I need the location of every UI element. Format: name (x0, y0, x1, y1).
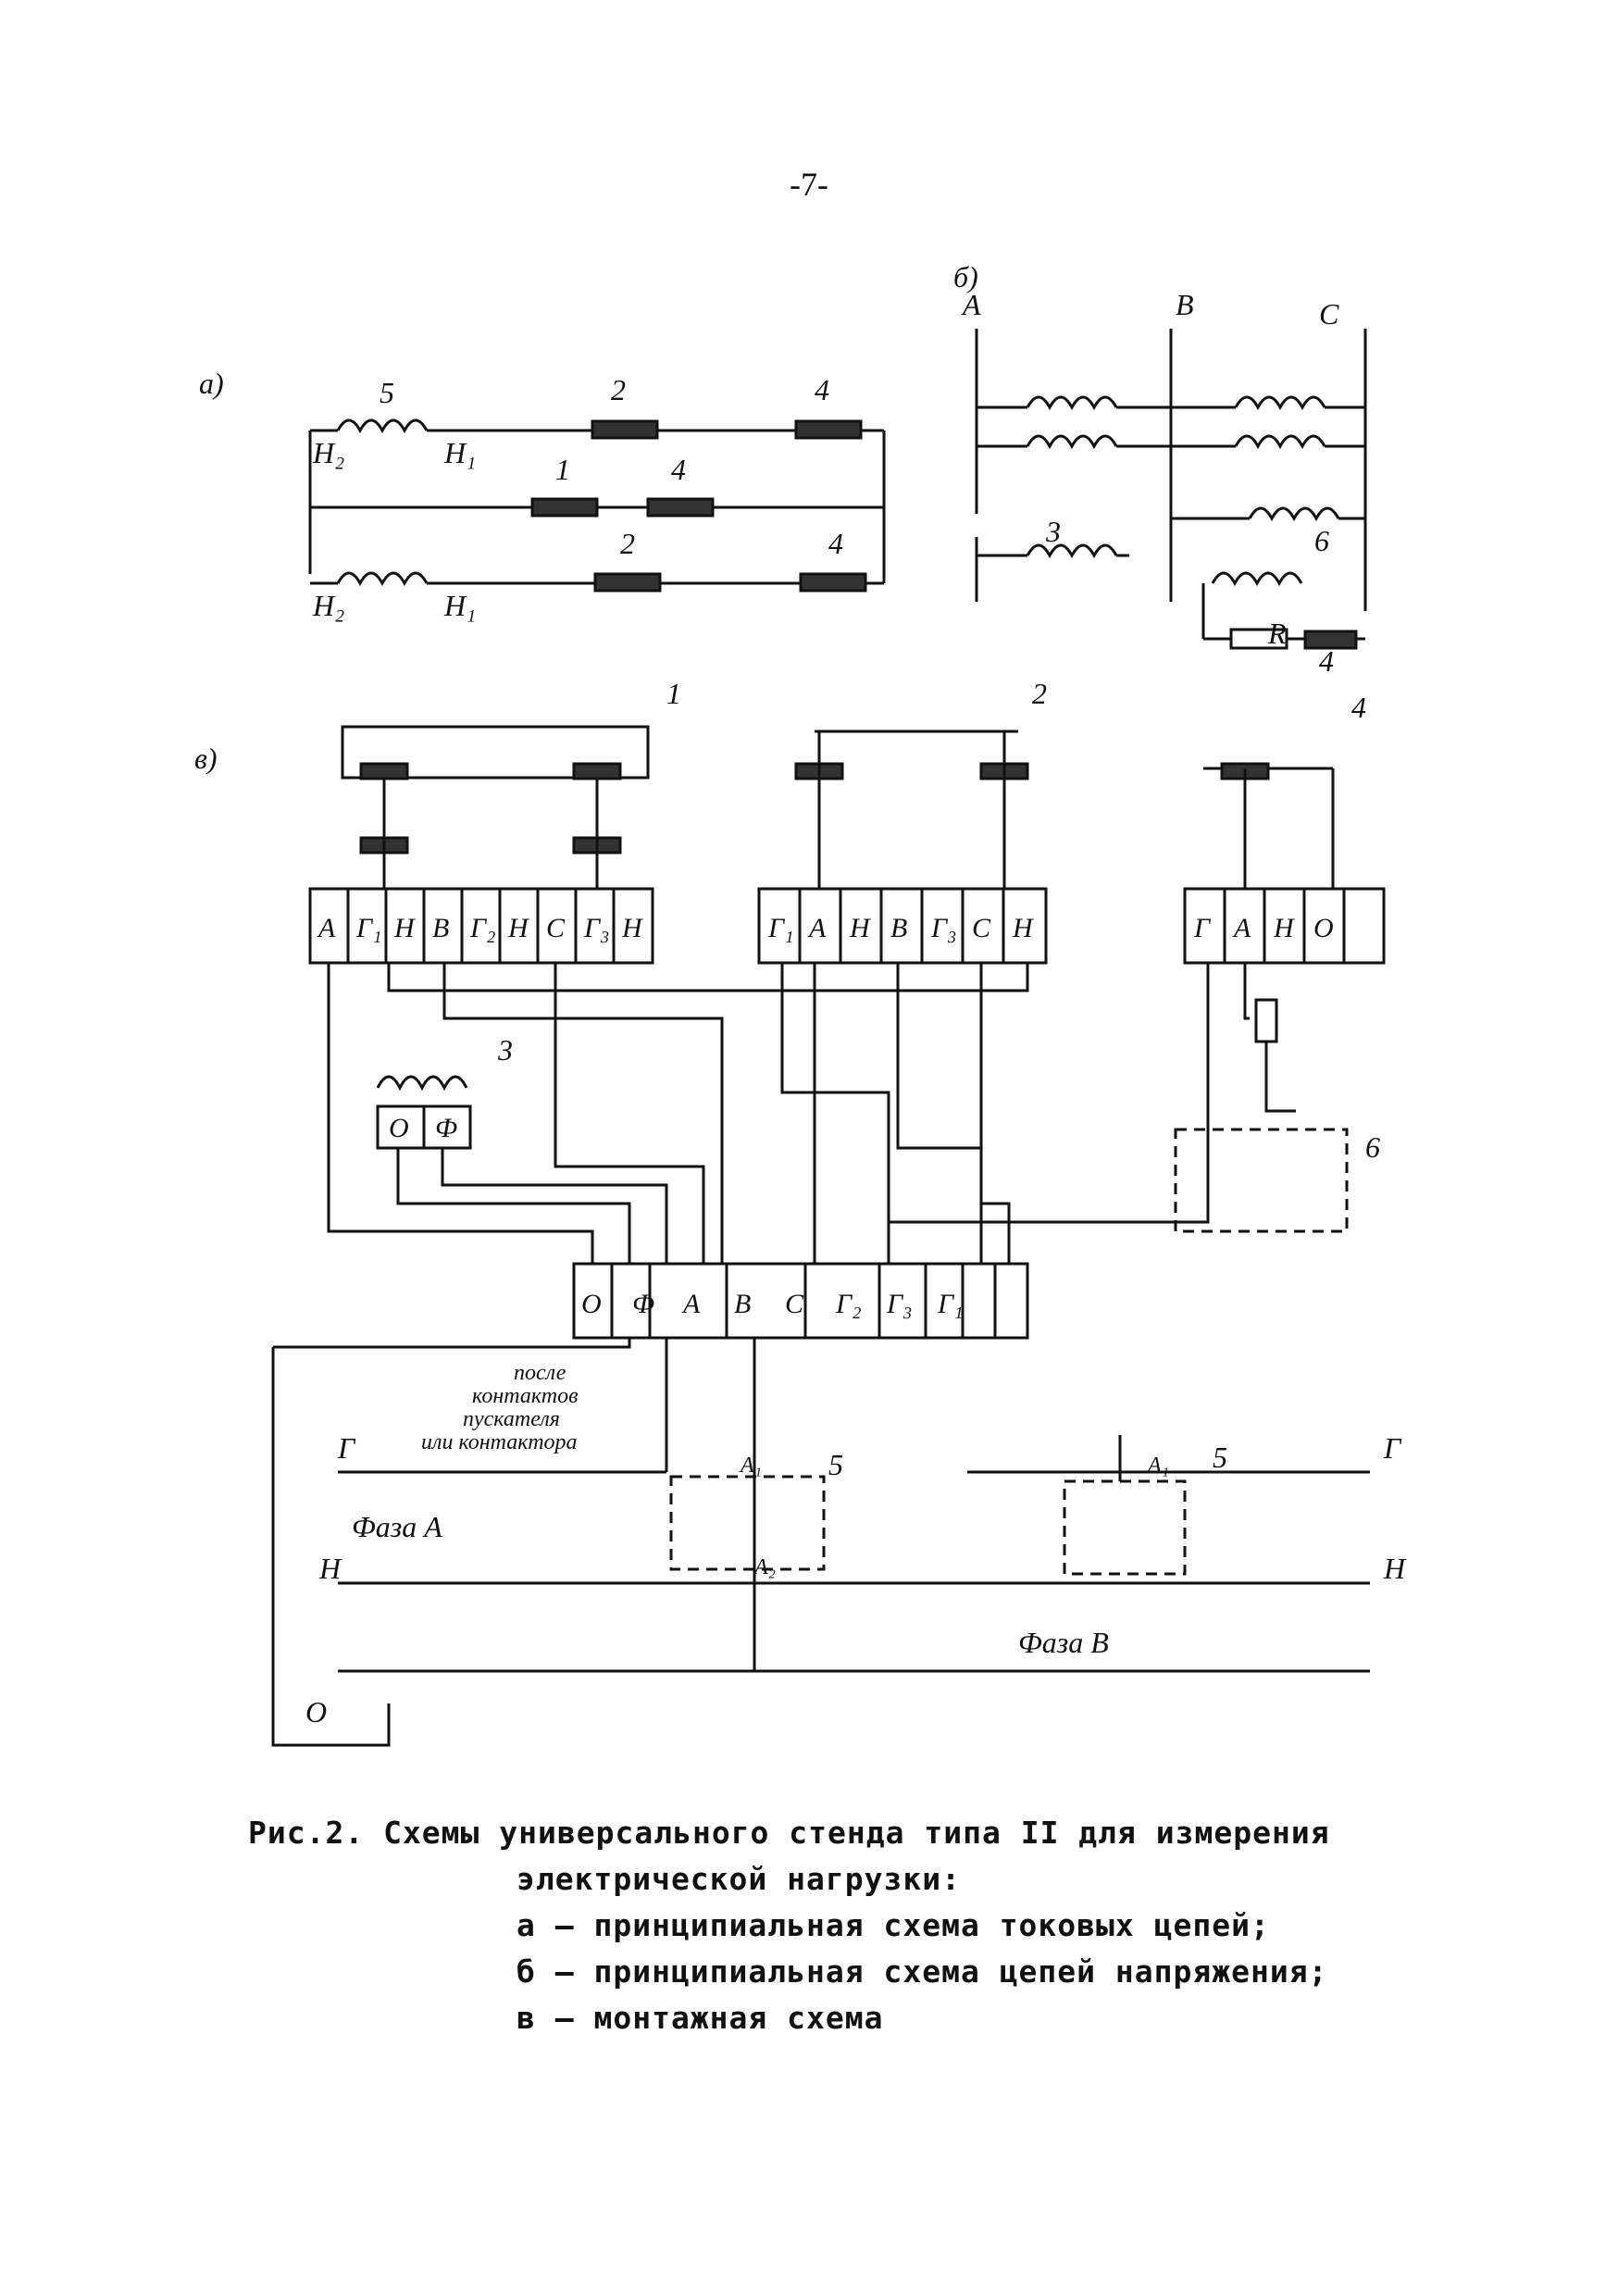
terminal-label-block1: Н (393, 913, 417, 943)
terminal-label-block2: Г₃ (930, 913, 957, 943)
n2-label: Н₂ (312, 436, 344, 469)
caption-line-1: Рис.2. Схемы универсального стенда типа … (248, 1815, 1330, 1851)
caption-line-4: б – принципиальная схема цепей напряжени… (517, 1953, 1328, 1990)
num-label: 5 (380, 376, 394, 409)
line-n-label: Н (318, 1552, 342, 1585)
terminal-label-block2: Н (849, 913, 872, 943)
terminal-label-block3: Ф (435, 1113, 457, 1143)
num-label: 5 (828, 1448, 843, 1481)
caption-line-2: электрической нагрузки: (517, 1861, 961, 1897)
terminal-label-block2: Н (1012, 913, 1035, 943)
terminal-label-block1: Г₁ (355, 913, 382, 943)
num-label: 5 (1213, 1441, 1227, 1474)
terminal-label-main: В (734, 1289, 751, 1319)
terminal-label-block2: Г₁ (767, 913, 794, 943)
terminal-label-block1: А (317, 913, 336, 943)
terminal-label-block4: Н (1273, 913, 1296, 943)
n2-label: Н₂ (312, 589, 344, 622)
scheme-a-current-circuits (308, 418, 886, 593)
num-label: 6 (1314, 524, 1329, 557)
terminal-label-main: Г₁ (937, 1289, 964, 1319)
terminal-label-main: С (785, 1289, 804, 1319)
phase-b-label: Фаза В (1018, 1626, 1109, 1659)
wiring-diagram: а) б) в) 5 2 4 1 4 2 4 Н₂ Н₁ Н₂ Н₁ А В С… (194, 260, 1407, 1747)
terminal-label-block1: Г₃ (583, 913, 610, 943)
terminal-label-main: Г₃ (886, 1289, 913, 1319)
terminal-label-main: А (681, 1289, 701, 1319)
terminal-label-block1: Н (621, 913, 644, 943)
note-line: или контактора (421, 1430, 578, 1454)
num-label: 4 (671, 453, 686, 486)
num-label: 2 (611, 373, 626, 406)
label-a: а) (199, 367, 224, 400)
terminal-label-main: Ф (632, 1289, 654, 1319)
num-label: 2 (620, 527, 635, 560)
phase-label: В (1176, 288, 1194, 321)
num-label: 4 (1319, 644, 1334, 678)
terminal-label-main: Г₂ (835, 1289, 862, 1319)
label-v: в) (194, 742, 218, 775)
label-b: б) (953, 260, 978, 293)
phase-a-label: Фаза А (352, 1510, 442, 1543)
num-label: 4 (828, 527, 843, 560)
scheme-b-voltage-circuits (975, 329, 1367, 650)
note-line: пускателя (463, 1407, 560, 1431)
num-label: 1 (666, 677, 681, 710)
n1-label: Н₁ (443, 589, 476, 622)
num-label: 3 (1045, 515, 1061, 548)
r-label: R (1267, 617, 1287, 650)
terminal-label-block1: С (546, 913, 566, 943)
num-label: 4 (815, 373, 829, 406)
num-label: 1 (555, 453, 570, 486)
n1-label: Н₁ (443, 436, 476, 469)
a1-label: А₁ (1146, 1454, 1169, 1478)
a2-label: А₂ (753, 1555, 776, 1579)
terminal-label-block1: В (432, 913, 449, 943)
caption-line-5: в – монтажная схема (517, 2000, 884, 2036)
terminal-label-block4: Г (1193, 913, 1212, 943)
terminal-label-block2: В (890, 913, 907, 943)
phase-label: А (961, 288, 981, 321)
terminal-label-block4: О (1313, 913, 1334, 943)
terminal-label-main: О (581, 1289, 602, 1319)
terminal-label-block2: А (807, 913, 827, 943)
caption-line-3: а – принципиальная схема токовых цепей; (517, 1907, 1270, 1943)
a1-label: А₁ (739, 1454, 762, 1478)
page-number: -7- (790, 166, 828, 203)
note-line: контактов (472, 1384, 579, 1408)
terminal-label-block2: С (972, 913, 991, 943)
num-label: 3 (497, 1033, 513, 1067)
terminal-label-block4: А (1232, 913, 1251, 943)
line-n-label: Н (1383, 1552, 1407, 1585)
terminal-label-block1: Н (507, 913, 530, 943)
terminal-label-block1: Г₂ (469, 913, 496, 943)
line-o-label: О (305, 1695, 327, 1728)
num-label: 6 (1365, 1130, 1380, 1164)
phase-label: С (1319, 297, 1339, 331)
line-g-label: Г (337, 1431, 356, 1465)
terminal-label-block3: О (389, 1113, 409, 1143)
line-g-label: Г (1383, 1431, 1402, 1465)
num-label: 2 (1032, 677, 1047, 710)
num-label: 4 (1351, 691, 1366, 724)
note-line: после (514, 1361, 566, 1385)
figure-caption: Рис.2. Схемы универсального стенда типа … (248, 1810, 1451, 2041)
scheme-v-wiring (271, 725, 1386, 1747)
